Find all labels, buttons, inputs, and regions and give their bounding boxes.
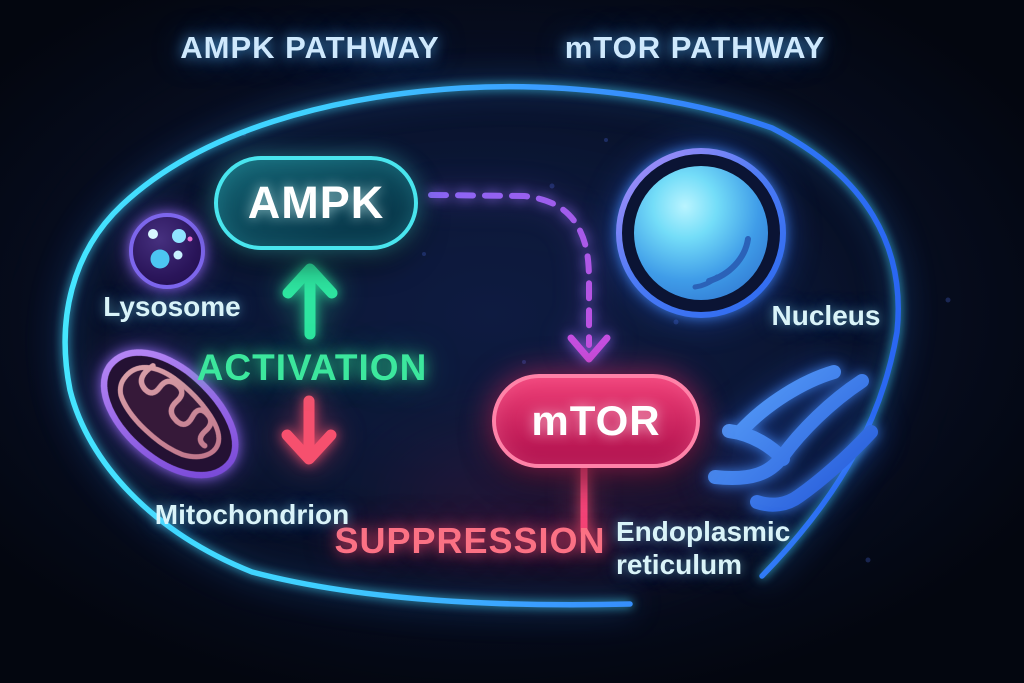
activation-arrow-head (282, 263, 338, 299)
activation-arrow-up-icon (282, 263, 338, 340)
lysosome-icon (129, 213, 205, 289)
nucleus-icon (616, 148, 786, 318)
endoplasmic-reticulum-label: Endoplasmic reticulum (616, 515, 816, 581)
lysosome-vesicle (173, 250, 183, 260)
nucleus-sphere (634, 166, 768, 300)
suppression-label: SUPPRESSION (334, 520, 606, 561)
nucleus-label: Nucleus (771, 300, 881, 331)
cell-membrane-outline (62, 83, 901, 608)
er-cisterna (750, 425, 878, 512)
endoplasmic-reticulum-icon (708, 365, 878, 512)
dashed-arrow-head (567, 334, 611, 363)
ampk-node: AMPK (214, 156, 418, 250)
suppression-arrow-head (281, 429, 337, 465)
lysosome-membrane (129, 213, 205, 289)
mitochondrion-icon (100, 349, 239, 479)
er-cisterna (734, 365, 841, 438)
lysosome-vesicle (150, 249, 170, 269)
mtor-node-label: mTOR (531, 397, 661, 444)
lysosome-vesicle (172, 229, 186, 243)
lysosome-vesicle (187, 236, 193, 242)
ampk-to-mtor-dashed-arrow-icon (428, 192, 611, 363)
er-cisterna (708, 374, 869, 485)
lysosome-label: Lysosome (103, 291, 241, 322)
endoplasmic-reticulum-label-line2: reticulum (616, 549, 743, 580)
ampk-node-label: AMPK (247, 177, 385, 228)
mtor-node: mTOR (492, 374, 700, 468)
nucleus-shade-arc-small (692, 274, 720, 290)
mitochondrion-cristae (138, 363, 214, 449)
activation-label: ACTIVATION (196, 347, 428, 388)
suppression-arrow-down-icon (281, 395, 337, 465)
mtor-ambient-glow (385, 440, 745, 560)
endoplasmic-reticulum-label-line1: Endoplasmic (616, 516, 791, 547)
lysosome-vesicle (148, 229, 158, 239)
ampk-pathway-title: AMPK PATHWAY (180, 30, 440, 65)
mtor-pathway-title: mTOR PATHWAY (564, 30, 826, 65)
dashed-arrow-curve (428, 192, 592, 348)
mitochondrion-label: Mitochondrion (154, 499, 350, 530)
